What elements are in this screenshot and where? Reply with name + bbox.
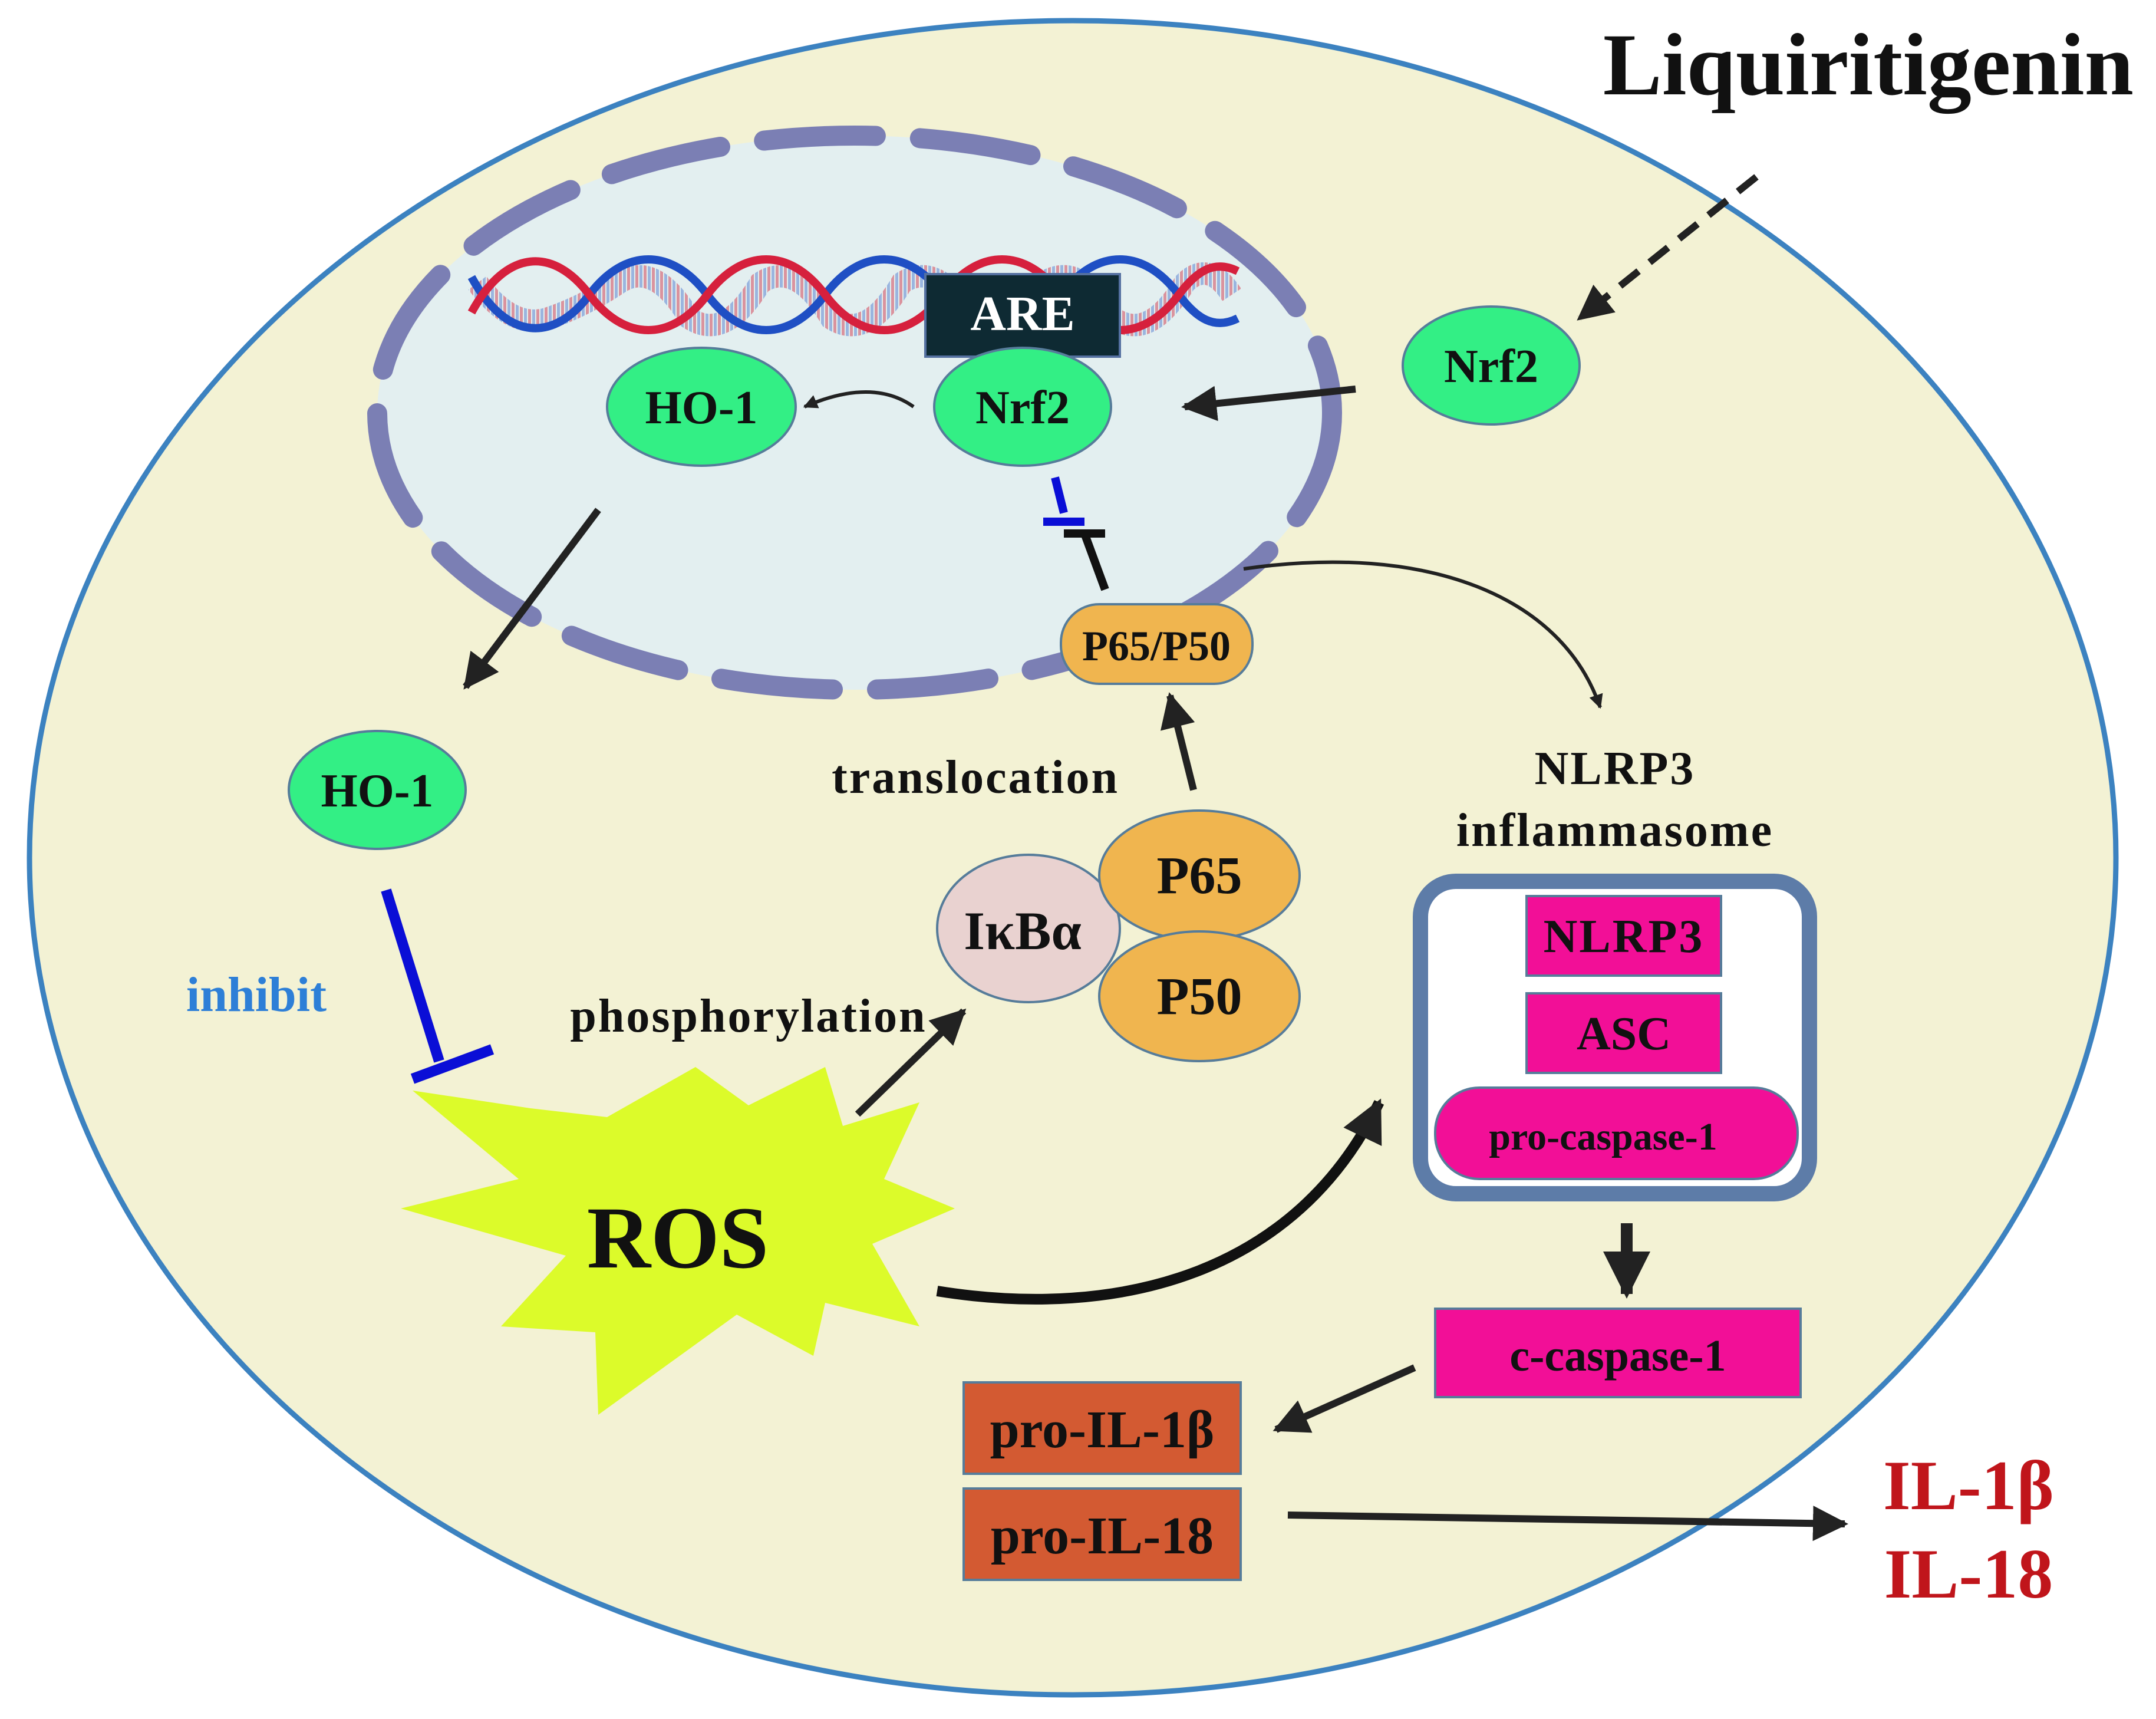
drug-dashed-arrow [1577, 174, 1759, 321]
ho1-inhibits-ros [381, 888, 495, 1084]
p65-label: P65 [1157, 847, 1242, 905]
cytoplasm-ho1-label: HO-1 [321, 765, 433, 817]
il18-output-label: IL-18 [1884, 1534, 2053, 1613]
asc-box [1525, 992, 1722, 1074]
nucleus-ho1-node [606, 347, 797, 467]
p65p50-node [1060, 603, 1254, 685]
nrf2-inhibition-mark [1043, 476, 1109, 591]
pro-il18-box [962, 1487, 1242, 1581]
are-label: ARE [970, 286, 1074, 341]
p65p50-label: P65/P50 [1082, 623, 1231, 670]
pro-caspase-label: pro-caspase-1 [1489, 1115, 1717, 1158]
nucleus-nrf2-label: Nrf2 [975, 382, 1070, 434]
pro-il18-label: pro-IL-18 [991, 1507, 1214, 1565]
c-caspase-label: c-caspase-1 [1509, 1331, 1726, 1381]
ho1-export-arrow [463, 508, 601, 690]
p50-node [1098, 930, 1301, 1062]
phosphorylation-label: phosphorylation [570, 990, 927, 1042]
cytoplasm-nrf2-label: Nrf2 [1444, 341, 1538, 393]
pro-il1b-label: pro-IL-1β [990, 1401, 1215, 1459]
ros-to-inflammasome-arrow [936, 1098, 1384, 1305]
cytoplasm-nrf2-node [1402, 305, 1581, 426]
il1b-output-label: IL-1β [1883, 1446, 2054, 1524]
translocation-arrow [1160, 692, 1197, 791]
nrf2-translocation-arrow [1181, 386, 1356, 421]
asc-label: ASC [1577, 1008, 1671, 1060]
proil-to-output-arrow [1287, 1506, 1848, 1542]
ikba-node [936, 854, 1121, 1003]
drug-label: Liquiritigenin [1603, 16, 2134, 114]
nlrp3-label: NLRP3 [1544, 911, 1705, 963]
ros-label: ROS [587, 1189, 769, 1287]
nucleus-ho1-label: HO-1 [645, 382, 757, 434]
nucleus-nrf2-node [933, 347, 1112, 467]
c-caspase-box [1434, 1308, 1802, 1398]
ikba-label: IκBα [964, 901, 1082, 961]
pro-caspase-box [1434, 1086, 1799, 1180]
pro-il1b-box [962, 1381, 1242, 1475]
translocation-label: translocation [832, 752, 1119, 803]
cytoplasm-ho1-node [288, 730, 467, 850]
are-box [924, 273, 1121, 358]
ccaspase-to-proil-arrow [1272, 1364, 1416, 1433]
nlrp3-box [1525, 895, 1722, 977]
inhibit-label: inhibit [186, 967, 327, 1022]
nrf2-to-ho1-arrow [803, 390, 915, 409]
ros-to-ikba-arrow [855, 1008, 967, 1117]
p50-label: P50 [1157, 967, 1242, 1026]
ros-starburst [401, 1067, 955, 1415]
p65p50-to-inflammasome-arrow [1243, 560, 1603, 709]
inflammasome-title-line1: NLRP3 [1535, 743, 1696, 795]
inflammasome-title-line2: inflammasome [1456, 805, 1773, 857]
